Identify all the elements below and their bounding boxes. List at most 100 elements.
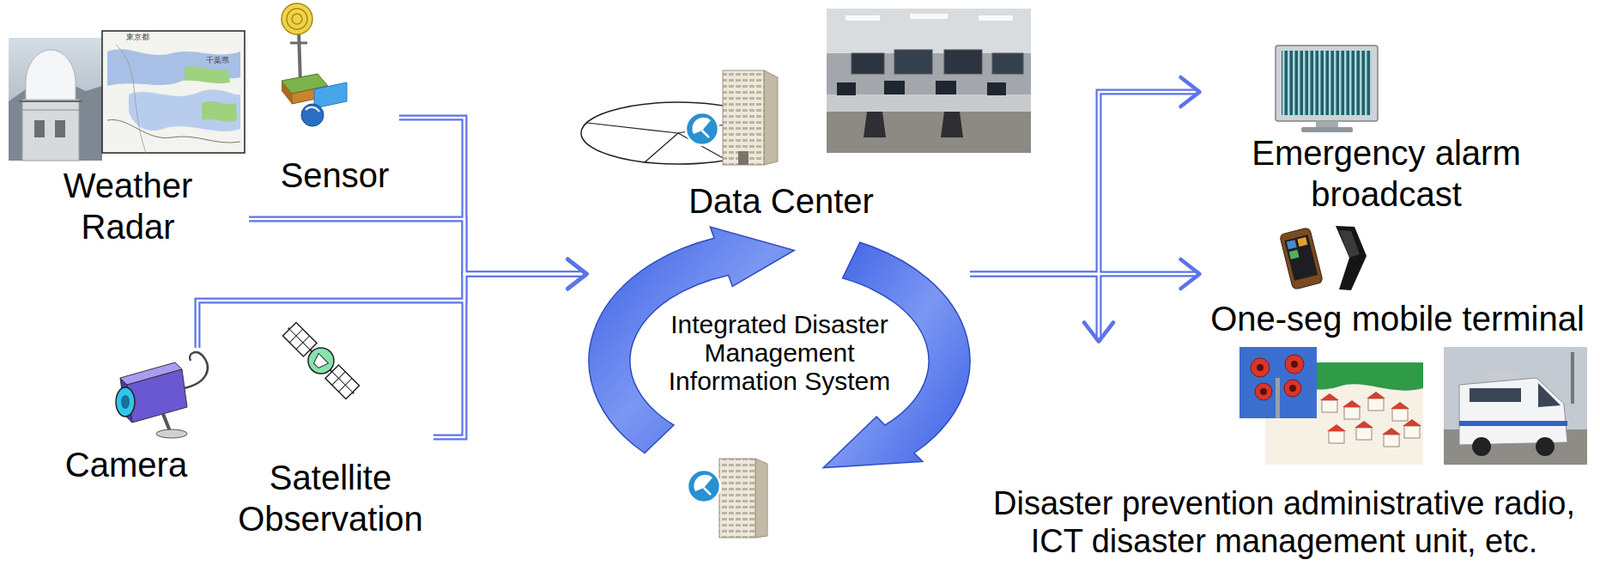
ict-unit-vehicle-photo — [1570, 351, 1575, 404]
mobile-phone-icons — [1279, 227, 1324, 291]
data-center-illustration — [644, 133, 679, 163]
town-illustration — [1321, 400, 1338, 413]
control-room-photo — [845, 15, 880, 21]
sensor-icon — [281, 80, 292, 104]
mobile-phone-icons — [1286, 239, 1297, 249]
town-illustration — [1354, 420, 1374, 428]
mobile-phone-icons — [1279, 225, 1367, 291]
loudspeaker-photo — [1284, 379, 1302, 397]
satellite-icon — [332, 371, 353, 393]
town-illustration — [1342, 400, 1362, 407]
town-illustration — [1328, 430, 1345, 443]
sensor-icon — [286, 8, 308, 30]
town-illustration — [1390, 401, 1410, 409]
output-node: Emergency alarm broadcast — [1201, 41, 1571, 215]
sensor-icon — [305, 107, 320, 112]
map-label: 東京都 — [126, 33, 150, 43]
rain-map — [128, 89, 241, 132]
sensor-icon — [301, 103, 324, 127]
arrowhead — [1181, 77, 1200, 107]
connector-core — [248, 218, 587, 274]
loudspeaker-photo — [1256, 363, 1264, 371]
ict-unit-vehicle-photo — [1459, 377, 1568, 445]
connector-core — [399, 117, 587, 274]
sensor-icon — [314, 82, 347, 109]
loudspeaker-photo — [1250, 357, 1270, 377]
town-illustration — [1344, 406, 1360, 419]
arrowhead — [1084, 322, 1114, 342]
camera-icon — [115, 351, 208, 438]
loudspeaker-photo — [1239, 346, 1317, 419]
node-caption: Disaster prevention administrative radio… — [981, 484, 1587, 560]
loudspeaker-photo — [1275, 377, 1280, 419]
town-illustration — [1366, 391, 1386, 399]
town-illustration — [1356, 427, 1372, 440]
tv-icon — [1281, 50, 1372, 116]
node-caption: Sensor — [273, 154, 396, 196]
radar-photo — [8, 37, 103, 161]
control-room-photo — [894, 49, 933, 74]
ict-unit-vehicle-photo — [1469, 387, 1522, 402]
mobile-phone-icons — [1279, 227, 1324, 291]
tv-icon — [1275, 45, 1378, 133]
town-illustration — [1404, 425, 1420, 438]
ict-unit-vehicle-photo — [1484, 372, 1520, 380]
sensor-icon — [291, 13, 303, 25]
control-room-photo — [940, 111, 964, 138]
data-center-illustration — [702, 130, 710, 138]
satellite-icon — [311, 353, 329, 371]
arrowhead — [568, 259, 588, 289]
backup-center-illustration — [693, 474, 713, 491]
mobile-phone-icons — [1339, 230, 1360, 258]
rain-map — [115, 44, 146, 153]
backup-center-illustration — [703, 487, 711, 495]
tv-icon — [1275, 45, 1378, 122]
camera-icon — [163, 413, 170, 431]
control-room-photo — [826, 8, 1031, 54]
town-illustration — [1402, 418, 1422, 426]
control-room-photo — [944, 49, 982, 74]
radar-photo — [25, 49, 76, 100]
data-center-node: Data Center — [583, 8, 979, 222]
system-cycle-node: Integrated Disaster Management Informati… — [588, 230, 970, 491]
source-node: Sensor — [270, 3, 400, 196]
source-node: Camera — [44, 347, 208, 485]
output-node: Disaster prevention administrative radio… — [978, 343, 1590, 560]
satellite-icon — [303, 342, 340, 379]
data-center-illustration — [581, 70, 778, 165]
control-room-photo — [826, 111, 1031, 153]
radar-photo — [54, 120, 66, 138]
satellite-icon — [288, 327, 354, 394]
camera-icon — [115, 387, 135, 417]
map-label: 千葉県 — [206, 56, 230, 66]
node-caption: Integrated Disaster Management Informati… — [663, 309, 896, 395]
control-room-photo — [935, 80, 957, 95]
control-room-photo — [992, 53, 1024, 74]
rain-map — [102, 30, 245, 153]
radar-photo — [22, 99, 79, 161]
connector-core — [433, 273, 587, 437]
control-room-photo — [978, 15, 1013, 21]
node-caption: Satellite Observation — [231, 456, 430, 540]
backup-center-illustration — [687, 458, 768, 538]
rain-map — [107, 119, 241, 143]
connector-core — [197, 273, 587, 348]
loudspeaker-photo — [1239, 346, 1317, 419]
connector — [197, 273, 587, 348]
control-room-photo — [863, 111, 886, 138]
control-room-photo — [987, 82, 1007, 96]
arrowhead — [568, 259, 588, 289]
ict-unit-vehicle-photo — [1535, 436, 1555, 456]
rain-map — [107, 48, 241, 86]
loudspeaker-photo — [1254, 382, 1273, 400]
connector-core — [969, 91, 1200, 274]
control-room-photo — [884, 80, 905, 95]
connector — [399, 117, 587, 274]
mobile-phone-icons — [1335, 225, 1367, 291]
connector — [248, 218, 587, 274]
camera-icon — [183, 351, 208, 388]
rain-map — [201, 101, 237, 122]
radar-photo — [34, 120, 45, 138]
